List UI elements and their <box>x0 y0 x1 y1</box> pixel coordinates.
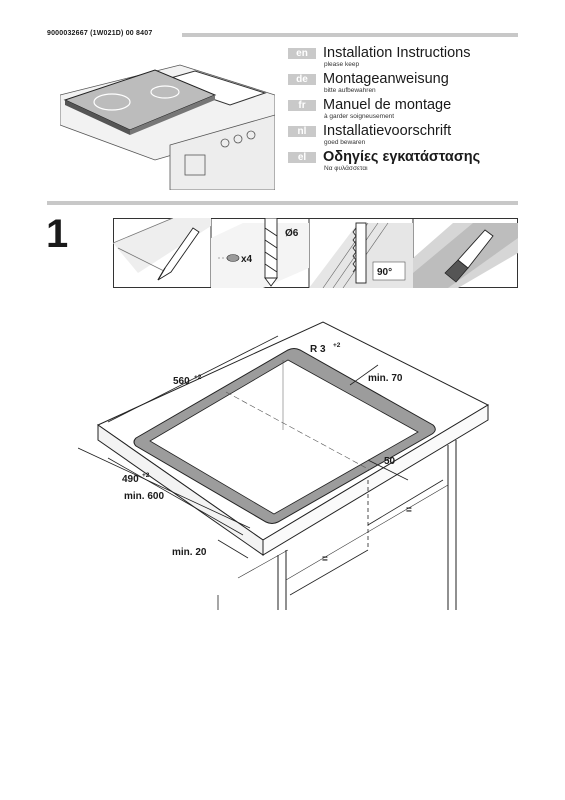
drill-diameter-label: Ø6 <box>285 228 299 239</box>
language-title: Montageanweisung <box>323 71 449 87</box>
language-code: el <box>288 152 316 163</box>
language-row-nl: nl Installatievoorschrift goed bewaren <box>288 123 518 150</box>
radius-label: R 3 <box>310 344 326 355</box>
drill-panel: x4 Ø6 <box>211 218 309 288</box>
language-code: en <box>288 48 316 59</box>
language-subtitle: please keep <box>324 61 360 68</box>
saw-panel: 90° <box>309 222 413 288</box>
min-depth-label: min. 600 <box>124 491 164 502</box>
language-title: Installatievoorschrift <box>323 123 452 139</box>
width-tolerance: +2 <box>194 374 202 381</box>
language-title: Installation Instructions <box>323 45 471 61</box>
language-subtitle: Να φυλάσσεται <box>324 165 368 172</box>
language-list: en Installation Instructions please keep… <box>288 45 518 176</box>
language-code: fr <box>288 100 316 111</box>
tool-strip: x4 Ø6 90° <box>113 218 518 288</box>
equal-label-right: = <box>406 505 412 516</box>
language-row-fr: fr Manuel de montage à garder soigneusem… <box>288 97 518 124</box>
cutout <box>133 348 436 524</box>
quantity-label: x4 <box>241 254 253 265</box>
min-front-label: min. 20 <box>172 547 207 558</box>
language-title: Manuel de montage <box>323 97 452 113</box>
width-label: 560 <box>173 376 190 387</box>
depth-tolerance: +2 <box>142 472 150 479</box>
dimension-lines <box>78 335 444 610</box>
header-rule <box>182 33 518 37</box>
language-row-el: el Οδηγίες εγκατάστασης Να φυλάσσεται <box>288 149 518 176</box>
language-subtitle: goed bewaren <box>324 139 366 146</box>
min-back-label: min. 70 <box>368 373 403 384</box>
hob-illustration <box>60 64 275 190</box>
language-subtitle: bitte aufbewahren <box>324 87 376 94</box>
document-number: 9000032667 (1W021D) 00 8407 <box>47 30 153 37</box>
equal-label-left: = <box>322 554 328 565</box>
cutout-diagram: R 3 +2 560 +2 min. 70 50 490 +2 min. 600… <box>78 321 490 610</box>
marking-panel <box>113 218 211 281</box>
language-title: Οδηγίες εγκατάστασης <box>323 149 481 165</box>
section-rule <box>47 201 518 205</box>
saw-angle-label: 90° <box>377 267 392 278</box>
rear-gap-label: 50 <box>384 456 396 467</box>
depth-label: 490 <box>122 474 139 485</box>
step-number: 1 <box>46 212 69 256</box>
sealant-panel <box>413 223 518 288</box>
language-row-de: de Montageanweisung bitte aufbewahren <box>288 71 518 98</box>
language-code: nl <box>288 126 316 137</box>
language-row-en: en Installation Instructions please keep <box>288 45 518 72</box>
radius-tolerance: +2 <box>333 342 341 349</box>
language-code: de <box>288 74 316 85</box>
language-subtitle: à garder soigneusement <box>324 113 395 120</box>
